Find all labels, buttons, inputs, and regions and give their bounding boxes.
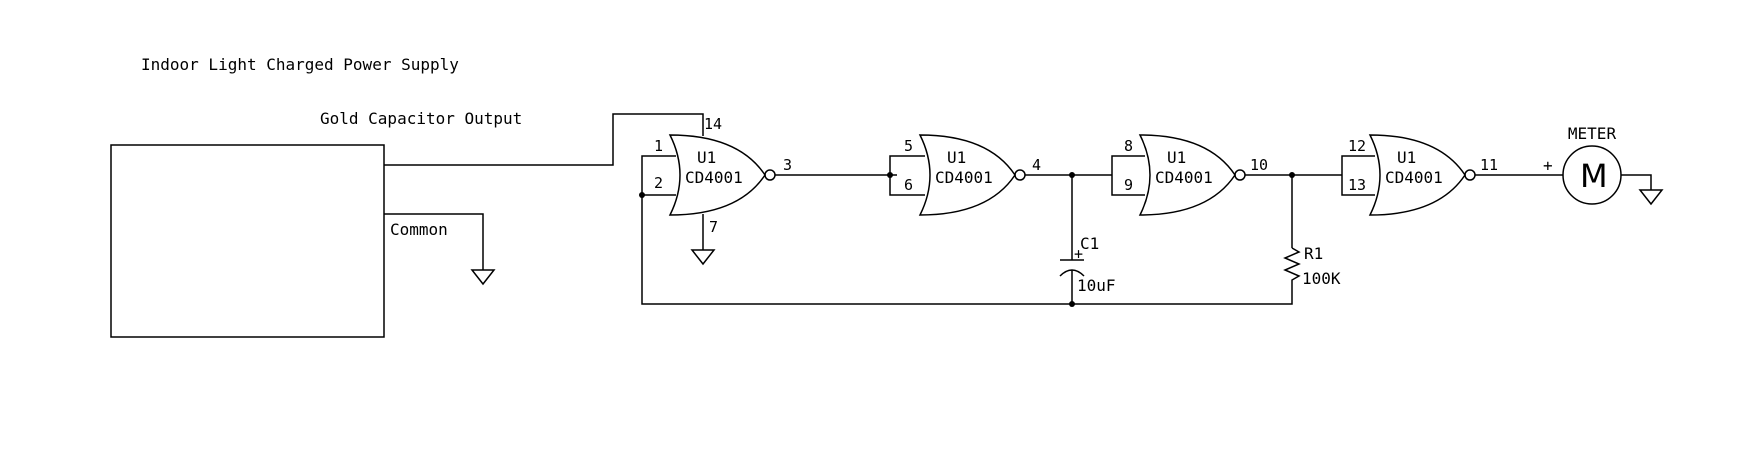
gate-3-pin-out: 10 xyxy=(1250,156,1268,174)
gate-2-pin-a: 5 xyxy=(904,137,913,155)
supply-output-wire xyxy=(384,113,704,166)
feedback-wire xyxy=(641,195,1293,305)
nor-gate-2-body xyxy=(918,134,1016,216)
common-wire xyxy=(384,213,484,270)
gate-4-ref: U1 xyxy=(1397,148,1416,167)
gate-3-part: CD4001 xyxy=(1155,168,1213,187)
power-supply-box xyxy=(110,144,385,338)
nor-gate-1-body xyxy=(668,134,766,216)
gate-2: U1 CD4001 5 6 4 xyxy=(904,134,1041,216)
common-label: Common xyxy=(390,220,448,239)
feedback-junction-dot xyxy=(639,192,645,198)
gate-3-input-tie xyxy=(1111,155,1145,196)
gate-1-pin-out: 3 xyxy=(783,156,792,174)
c1-junction-dot xyxy=(1069,301,1075,307)
c1-ref: C1 xyxy=(1080,234,1099,253)
common-ground-icon xyxy=(470,269,496,286)
gate-3-pin-b: 9 xyxy=(1124,176,1133,194)
gate-2-part: CD4001 xyxy=(935,168,993,187)
gate-2-pin-b: 6 xyxy=(904,176,913,194)
meter-polarity: + xyxy=(1543,156,1553,175)
c1-value: 10uF xyxy=(1077,276,1116,295)
gate-2-pin-out: 4 xyxy=(1032,156,1041,174)
gate-4-part: CD4001 xyxy=(1385,168,1443,187)
gate-1-ref: U1 xyxy=(697,148,716,167)
gate-2-ref: U1 xyxy=(947,148,966,167)
gate-1: U1 CD4001 1 2 3 14 7 xyxy=(654,115,792,236)
meter-symbol: M xyxy=(1580,157,1608,195)
diagram-title: Indoor Light Charged Power Supply xyxy=(141,55,459,74)
meter-label: METER xyxy=(1568,124,1617,143)
gate-4-pin-b: 13 xyxy=(1348,176,1366,194)
gate-3-ref: U1 xyxy=(1167,148,1186,167)
gate-4: U1 CD4001 12 13 11 xyxy=(1348,134,1498,216)
gate-1-pin-b: 2 xyxy=(654,174,663,192)
gate-4-input-tie xyxy=(1341,155,1375,196)
gate-1-pin-vdd: 14 xyxy=(704,115,722,133)
gate-1-pin-a: 1 xyxy=(654,137,663,155)
nor-gate-1-bubble xyxy=(764,169,776,181)
gold-capacitor-output-label: Gold Capacitor Output xyxy=(320,109,522,128)
gate-1-input-tie xyxy=(641,155,676,196)
nor-gate-4-bubble xyxy=(1464,169,1476,181)
gate-1-ground-icon xyxy=(690,249,716,266)
gate-1-pin-vss: 7 xyxy=(709,218,718,236)
nor-gate-3-bubble xyxy=(1234,169,1246,181)
nor-gate-2-bubble xyxy=(1014,169,1026,181)
gate-3: U1 CD4001 8 9 10 xyxy=(1124,134,1268,216)
gate-4-pin-out: 11 xyxy=(1480,156,1498,174)
c1-polarity: + xyxy=(1074,245,1083,263)
nor-gate-3-body xyxy=(1138,134,1236,216)
r1-value: 100K xyxy=(1302,269,1341,288)
gate-2-input-dot xyxy=(887,172,893,178)
meter-ground-icon xyxy=(1638,189,1664,206)
nor-gate-4-body xyxy=(1368,134,1466,216)
r1-ref: R1 xyxy=(1304,244,1323,263)
gate-1-part: CD4001 xyxy=(685,168,743,187)
r1-body xyxy=(1283,247,1301,285)
meter-ground-wire xyxy=(1621,174,1652,190)
gate-4-pin-a: 12 xyxy=(1348,137,1366,155)
gate-3-pin-a: 8 xyxy=(1124,137,1133,155)
